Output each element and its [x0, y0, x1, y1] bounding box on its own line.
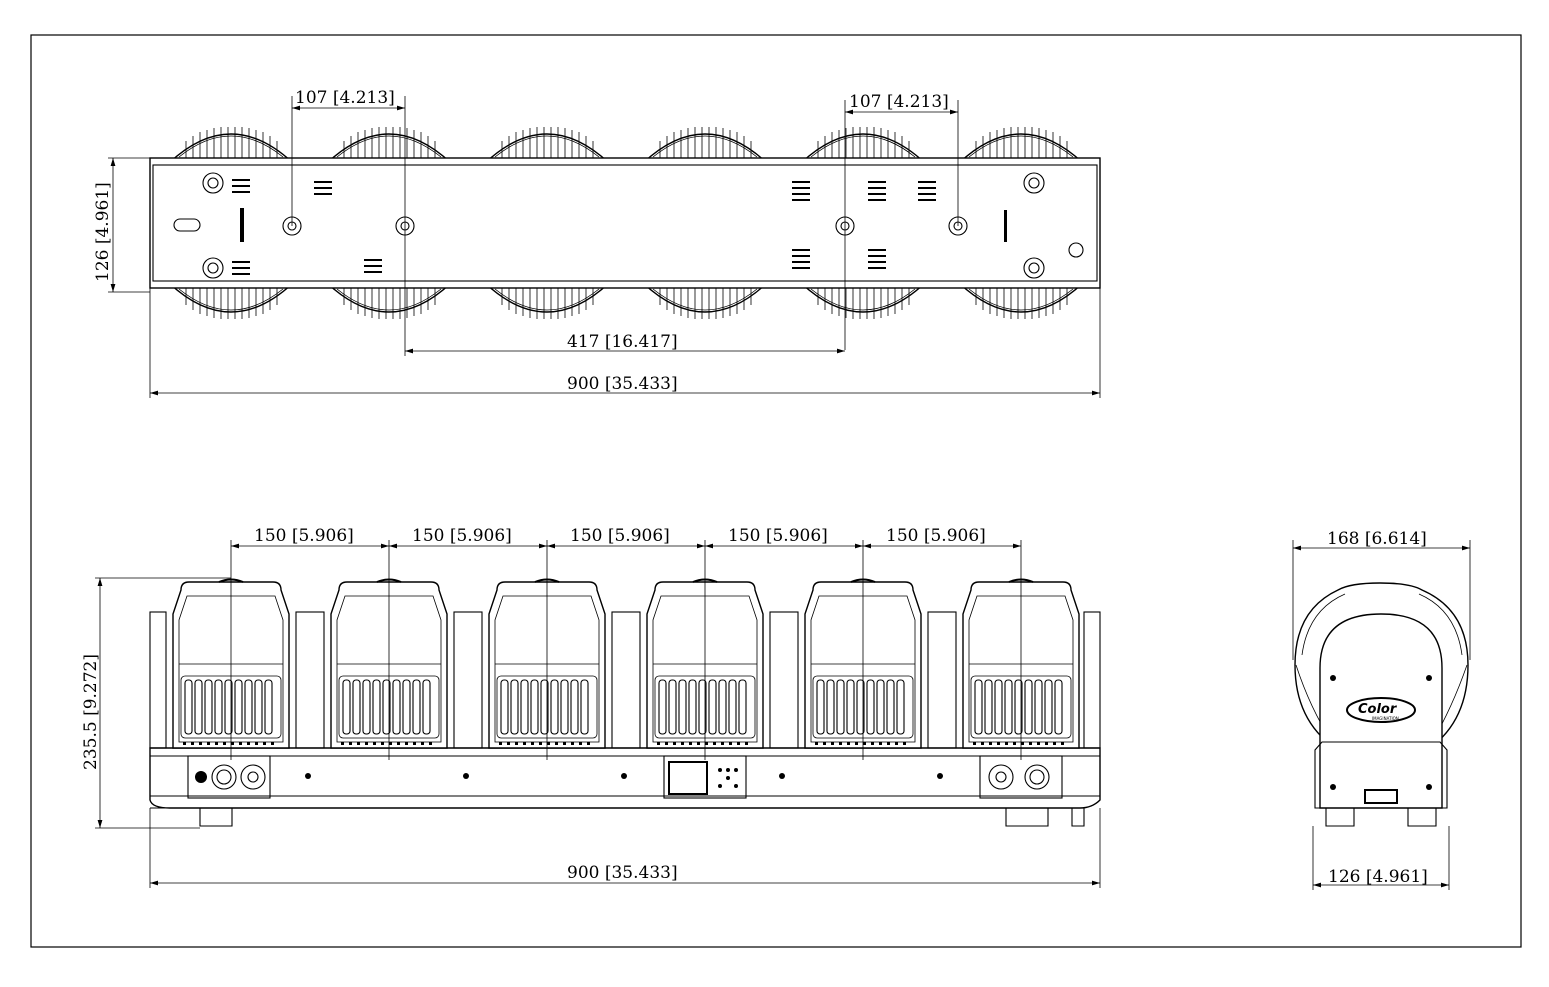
front-dim-pitch-5: 150 [5.906]	[886, 526, 986, 546]
front-view-yokes	[149, 611, 1101, 749]
top-view-body	[149, 157, 1101, 289]
front-view-heads	[172, 578, 1080, 749]
front-dim-pitch-1: 150 [5.906]	[254, 526, 354, 546]
front-dim-height: 235.5 [9.272]	[81, 654, 101, 770]
top-view: 107 [4.213] 107 [4.213] 417 [16.417] 900…	[93, 88, 1101, 398]
top-dim-depth: 126 [4.961]	[93, 182, 113, 282]
top-dim-mount-span: 417 [16.417]	[567, 332, 678, 352]
top-dim-spacing-right: 107 [4.213]	[849, 92, 949, 112]
top-dim-total-width: 900 [35.433]	[567, 374, 678, 394]
front-view-dimensions	[95, 540, 1101, 888]
front-dim-pitch-4: 150 [5.906]	[728, 526, 828, 546]
top-view-dimensions	[108, 96, 1101, 398]
side-view-dimensions	[1292, 540, 1471, 890]
top-dim-spacing-left: 107 [4.213]	[295, 88, 395, 108]
side-dim-head-width: 168 [6.614]	[1327, 529, 1427, 549]
front-dim-total-width: 900 [35.433]	[567, 863, 678, 883]
front-view-base	[149, 747, 1101, 827]
side-view: Color IMAGINATION 168 [6.614] 126 [4.961…	[1292, 529, 1471, 890]
power-out-panel	[979, 755, 1063, 799]
logo-text: Color	[1358, 702, 1398, 717]
drawing-frame	[30, 34, 1522, 948]
front-dim-pitch-2: 150 [5.906]	[412, 526, 512, 546]
power-in-panel	[187, 755, 271, 799]
logo-subtext: IMAGINATION	[1372, 716, 1399, 721]
front-view: 150 [5.906] 150 [5.906] 150 [5.906] 150 …	[81, 526, 1101, 888]
side-dim-base-width: 126 [4.961]	[1328, 867, 1428, 887]
brand-logo: Color IMAGINATION	[1346, 697, 1416, 723]
front-dim-pitch-3: 150 [5.906]	[570, 526, 670, 546]
top-view-vents	[232, 179, 936, 275]
top-view-mount-points	[173, 172, 1084, 279]
